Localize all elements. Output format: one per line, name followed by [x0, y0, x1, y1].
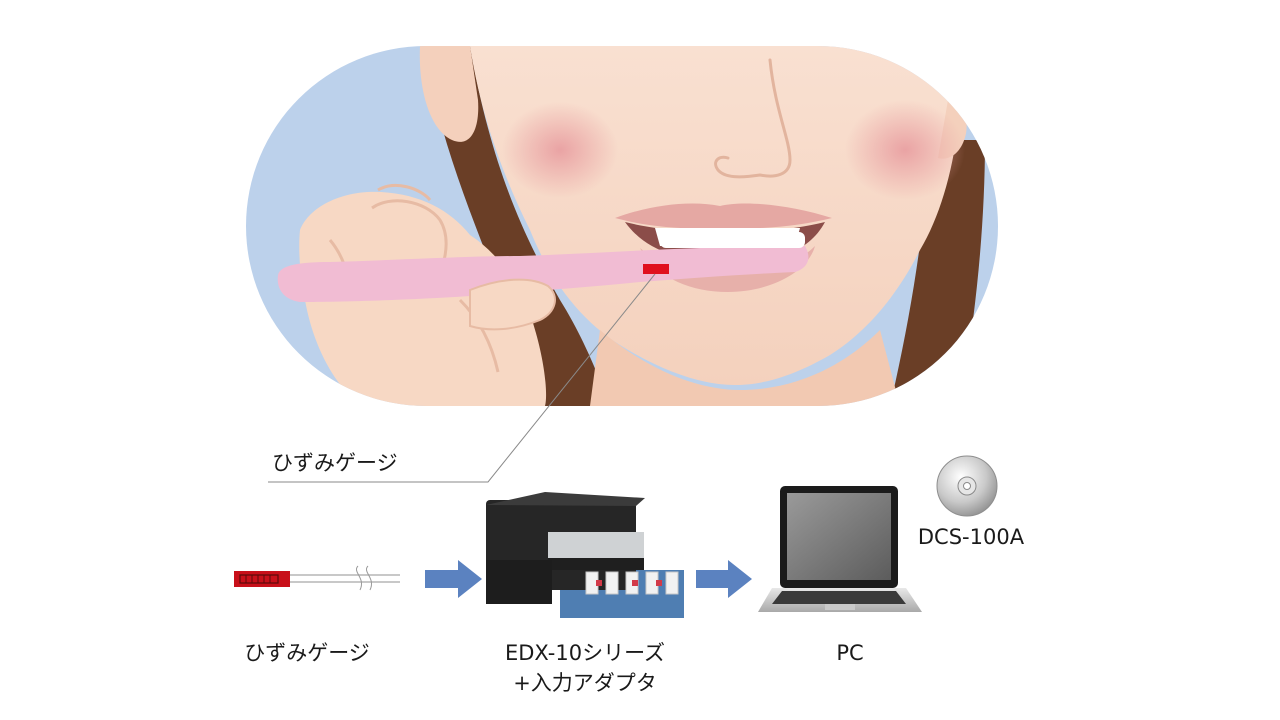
strain-gauge-device — [234, 565, 400, 591]
edx-label-line-1: EDX-10シリーズ — [504, 641, 666, 665]
pc-label: PC — [836, 641, 864, 665]
lower-lip — [640, 246, 815, 292]
upper-lip — [615, 203, 832, 229]
left-cheek — [502, 102, 618, 198]
edx-top — [486, 492, 645, 506]
nose — [714, 58, 792, 179]
hair — [440, 46, 610, 406]
disc-hole — [963, 482, 971, 490]
toothbrush-head — [660, 232, 805, 248]
right-cheek — [845, 100, 965, 200]
terminal-block — [605, 571, 619, 595]
edx-panel-strip — [548, 558, 644, 570]
flow-arrow-2 — [696, 560, 752, 598]
flow-arrow-1 — [425, 560, 482, 598]
neck — [590, 330, 900, 406]
wire-break-mark — [356, 565, 362, 591]
finger-2 — [377, 184, 432, 202]
laptop-screen — [787, 493, 891, 580]
terminal-screw — [632, 580, 638, 586]
laptop-keyboard — [772, 591, 906, 604]
terminal-screw — [656, 580, 662, 586]
terminal-block — [665, 571, 679, 595]
laptop — [758, 486, 922, 612]
gauge-grid — [239, 574, 279, 584]
software-label: DCS-100A — [917, 525, 1025, 549]
strain-gauge-label: ひずみゲージ — [244, 641, 370, 665]
software-disc — [936, 455, 998, 517]
laptop-trackpad — [825, 604, 855, 610]
brushing-illustration — [246, 46, 998, 406]
thumb — [469, 278, 556, 331]
toothbrush-strain-gauge — [643, 264, 669, 274]
edx-front-panel — [548, 532, 644, 558]
edx-10-unit — [486, 492, 684, 618]
finger-4 — [458, 298, 500, 373]
edx-series-label: EDX-10シリーズ +入力アダプタ — [470, 638, 700, 698]
toothbrush-handle — [277, 245, 809, 302]
gauge-base — [234, 571, 290, 587]
wire-break-mark-2 — [366, 565, 372, 591]
edx-lower-body — [486, 560, 552, 604]
callout-leader-line — [268, 273, 656, 483]
callout-strain-gauge-label: ひずみゲージ — [272, 451, 398, 475]
left-ear — [419, 46, 479, 142]
edx-label-line-2: +入力アダプタ — [513, 671, 657, 695]
hand — [299, 191, 547, 406]
terminal-screw — [596, 580, 602, 586]
